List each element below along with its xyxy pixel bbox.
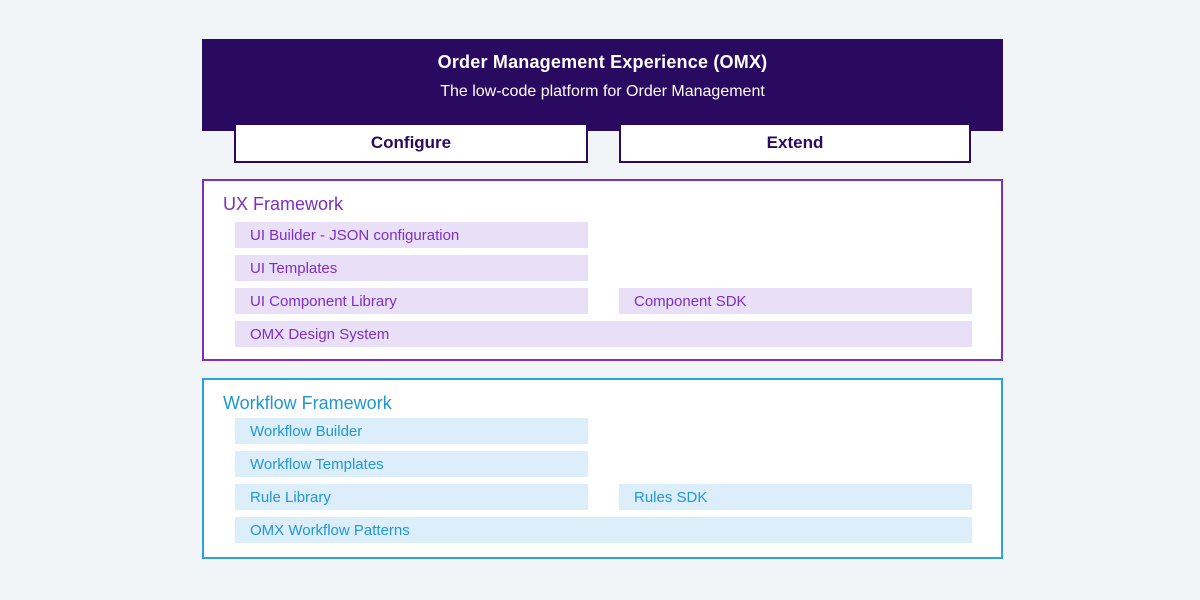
diagram-title: Order Management Experience (OMX) xyxy=(437,52,768,72)
workflow-item-rules-sdk: Rules SDK xyxy=(619,484,972,510)
ux-item-omx-design-system: OMX Design System xyxy=(235,321,972,347)
diagram-subtitle: The low-code platform for Order Manageme… xyxy=(440,83,765,100)
workflow-framework-section: Workflow Framework Workflow Builder Work… xyxy=(202,378,1003,559)
workflow-item-rule-library: Rule Library xyxy=(235,484,588,510)
ux-item-ui-component-library: UI Component Library xyxy=(235,288,588,314)
workflow-framework-title: Workflow Framework xyxy=(223,393,392,413)
workflow-item-workflow-templates: Workflow Templates xyxy=(235,451,588,477)
workflow-item-workflow-builder: Workflow Builder xyxy=(235,418,588,444)
column-header-configure-label: Configure xyxy=(370,133,452,152)
ux-item-ui-builder-json-configuration: UI Builder - JSON configuration xyxy=(235,222,588,248)
ux-framework-section: UX Framework UI Builder - JSON configura… xyxy=(202,179,1003,361)
workflow-item-omx-workflow-patterns: OMX Workflow Patterns xyxy=(235,517,972,543)
header-banner: Order Management Experience (OMX) The lo… xyxy=(202,39,1003,131)
ux-item-component-sdk: Component SDK xyxy=(619,288,972,314)
column-header-extend: Extend xyxy=(619,123,971,163)
ux-item-ui-templates: UI Templates xyxy=(235,255,588,281)
column-header-extend-label: Extend xyxy=(766,133,824,152)
column-header-configure: Configure xyxy=(234,123,588,163)
ux-framework-title: UX Framework xyxy=(223,194,344,214)
